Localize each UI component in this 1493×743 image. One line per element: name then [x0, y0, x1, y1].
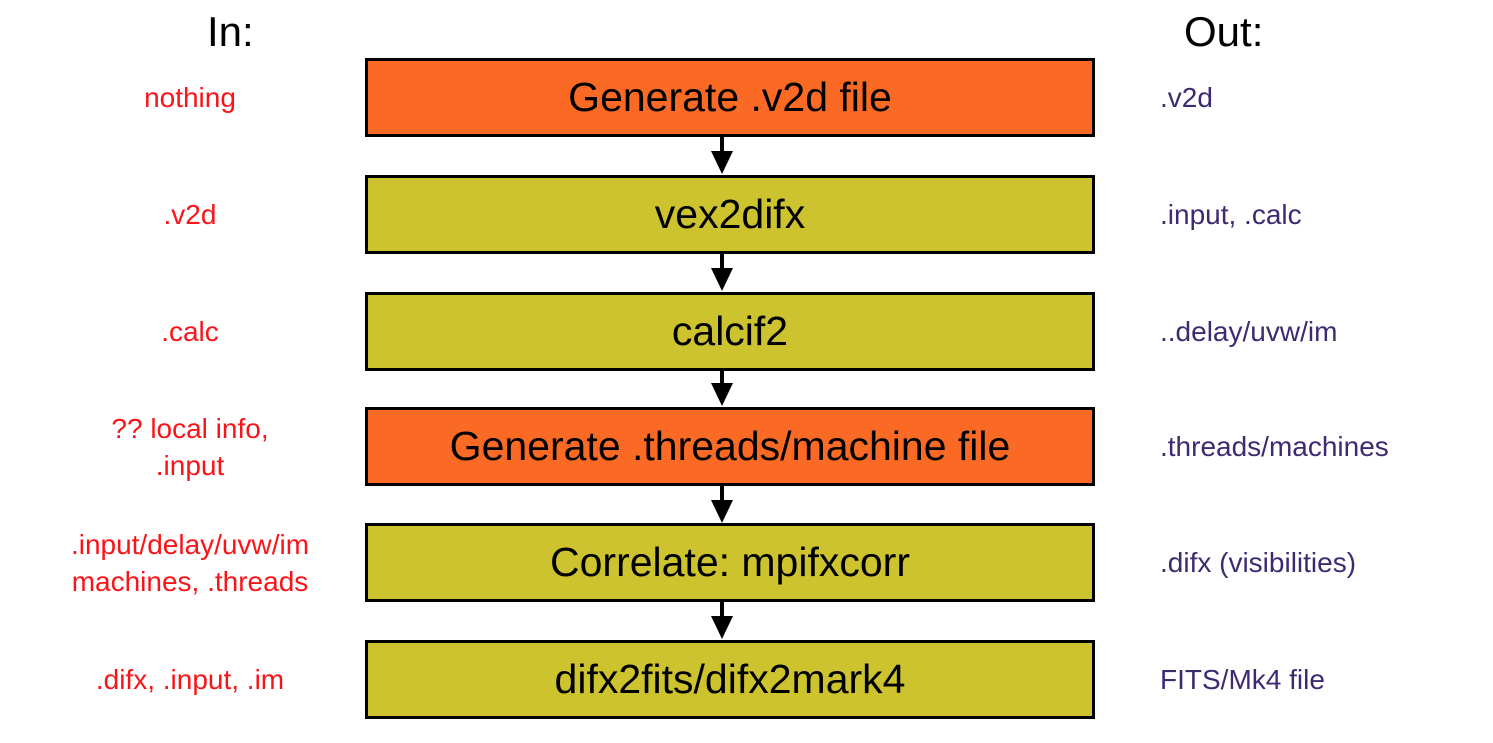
output-label: ..delay/uvw/im: [1160, 315, 1338, 347]
output-label: .threads/machines: [1160, 430, 1389, 462]
flow-row: .calc calcif2 ..delay/uvw/im: [0, 292, 1493, 371]
process-box-label: difx2fits/difx2mark4: [554, 656, 906, 702]
output-label: .input, .calc: [1160, 198, 1302, 230]
input-label: .v2d: [163, 199, 217, 230]
process-box-calcif2: calcif2: [365, 292, 1095, 371]
process-box-generate-v2d: Generate .v2d file: [365, 58, 1095, 137]
process-box-vex2difx: vex2difx: [365, 175, 1095, 254]
output-label: FITS/Mk4 file: [1160, 663, 1325, 695]
flow-row: .v2d vex2difx .input, .calc: [0, 175, 1493, 254]
process-box-label: Correlate: mpifxcorr: [550, 539, 910, 585]
down-arrow-icon: [711, 602, 733, 639]
input-label: .calc: [161, 316, 219, 347]
process-box-generate-threads-machine: Generate .threads/machine file: [365, 407, 1095, 486]
down-arrow-icon: [711, 369, 733, 406]
input-label: nothing: [144, 82, 236, 113]
flow-row: ?? local info, .input Generate .threads/…: [0, 407, 1493, 486]
flow-row: .difx, .input, .im difx2fits/difx2mark4 …: [0, 640, 1493, 719]
output-label: .v2d: [1160, 81, 1213, 113]
process-box-label: vex2difx: [654, 191, 806, 237]
process-box-label: Generate .threads/machine file: [449, 423, 1011, 469]
down-arrow-icon: [711, 486, 733, 523]
input-label: .input/delay/uvw/im machines, .threads: [70, 528, 310, 597]
input-label: .difx, .input, .im: [95, 664, 285, 695]
process-box-correlate-mpifxcorr: Correlate: mpifxcorr: [365, 523, 1095, 602]
down-arrow-icon: [711, 254, 733, 291]
out-column-header: Out:: [1184, 8, 1264, 55]
flow-row: .input/delay/uvw/im machines, .threads C…: [0, 523, 1493, 602]
process-box-difx2fits-difx2mark4: difx2fits/difx2mark4: [365, 640, 1095, 719]
flow-row: nothing Generate .v2d file .v2d: [0, 58, 1493, 137]
in-column-header: In:: [207, 8, 254, 55]
input-label: ?? local info, .input: [111, 412, 269, 481]
output-label: .difx (visibilities): [1160, 546, 1357, 578]
down-arrow-icon: [711, 137, 733, 174]
process-box-label: Generate .v2d file: [568, 74, 892, 120]
process-box-label: calcif2: [671, 308, 789, 354]
